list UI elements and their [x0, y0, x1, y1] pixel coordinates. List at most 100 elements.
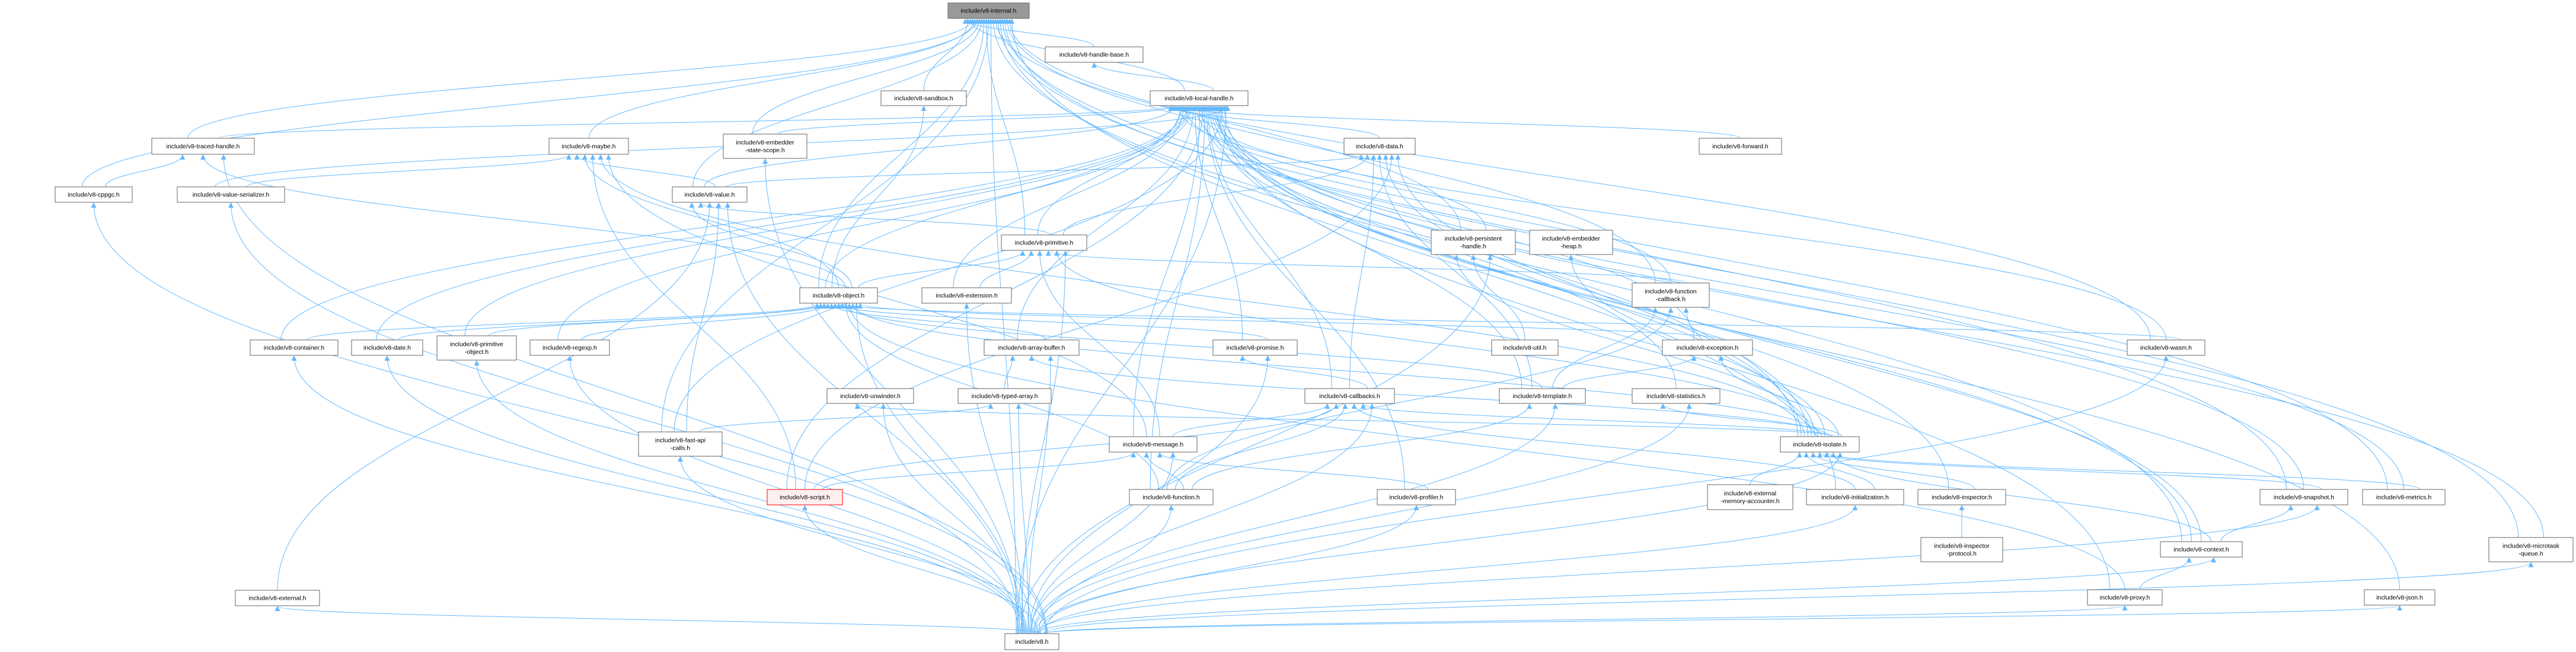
edge-container-to-local_handle — [280, 106, 1190, 341]
node-object[interactable]: include/v8-object.h — [799, 287, 878, 304]
edge-isolate-to-primitive — [1054, 250, 1819, 437]
edge-util-to-persistent_handle — [1470, 255, 1525, 341]
edge-isolate-to-exception — [1718, 355, 1839, 437]
node-util[interactable]: include/v8-util.h — [1491, 339, 1559, 356]
node-external[interactable]: include/v8-external.h — [235, 590, 320, 606]
node-template[interactable]: include/v8-template.h — [1499, 388, 1586, 404]
edge-object-to-sandbox — [831, 106, 927, 288]
node-label: -queue.h — [2518, 551, 2543, 558]
node-label: include/v8.h — [1015, 638, 1048, 645]
node-label: include/v8-array-buffer.h — [998, 345, 1065, 352]
node-data[interactable]: include/v8-data.h — [1343, 138, 1416, 155]
node-handle-base[interactable]: include/v8-handle-base.h — [1045, 46, 1144, 63]
node-inspector-protocol[interactable]: include/v8-inspector-protocol.h — [1920, 537, 2003, 562]
edge-v8-to-context — [1036, 557, 2216, 634]
node-value[interactable]: include/v8-value.h — [672, 186, 748, 203]
node-script[interactable]: include/v8-script.h — [767, 489, 843, 505]
edge-array_buffer-to-object — [829, 303, 1046, 341]
edge-value-to-local_handle — [704, 106, 1177, 187]
node-initialization[interactable]: include/v8-initialization.h — [1806, 489, 1904, 505]
edge-v8-to-script — [802, 505, 1038, 634]
node-metrics[interactable]: include/v8-metrics.h — [2362, 489, 2446, 505]
node-inspector[interactable]: include/v8-inspector.h — [1917, 489, 2006, 505]
node-persistent-handle[interactable]: include/v8-persistent-handle.h — [1431, 230, 1516, 255]
node-promise[interactable]: include/v8-promise.h — [1212, 339, 1298, 356]
node-function-callback[interactable]: include/v8-function-callback.h — [1632, 282, 1710, 308]
node-ext-mem[interactable]: include/v8-external-memory-accounter.h — [1707, 484, 1793, 510]
node-container[interactable]: include/v8-container.h — [250, 339, 339, 356]
node-box — [880, 90, 967, 106]
edge-message-to-local_handle — [1133, 106, 1203, 437]
node-v8[interactable]: include/v8.h — [1004, 633, 1059, 650]
node-statistics[interactable]: include/v8-statistics.h — [1632, 388, 1720, 404]
node-proxy[interactable]: include/v8-proxy.h — [2087, 589, 2163, 606]
edge-v8-to-isolate — [1035, 452, 1843, 634]
node-label: include/v8-promise.h — [1227, 345, 1284, 352]
edge-cppgc-to-traced_handle — [105, 154, 186, 187]
node-embedder-heap[interactable]: include/v8-embedder-heap.h — [1529, 230, 1613, 255]
node-context[interactable]: include/v8-context.h — [2160, 541, 2243, 558]
edge-function-to-function_callback — [1166, 307, 1674, 490]
node-label: include/v8-context.h — [2173, 546, 2229, 554]
node-json[interactable]: include/v8-json.h — [2364, 589, 2435, 606]
edge-function-to-local_handle — [1150, 106, 1208, 490]
node-primitive-object[interactable]: include/v8-primitive-object.h — [436, 335, 517, 361]
node-fast-api-calls[interactable]: include/v8-fast-api-calls.h — [638, 431, 723, 457]
node-date[interactable]: include/v8-date.h — [351, 339, 423, 356]
node-box — [1707, 484, 1793, 510]
node-snapshot[interactable]: include/v8-snapshot.h — [2259, 489, 2348, 505]
edge-function_callback-to-primitive — [1046, 250, 1687, 284]
node-forward[interactable]: include/v8-forward.h — [1699, 138, 1782, 155]
node-array-buffer[interactable]: include/v8-array-buffer.h — [984, 339, 1080, 356]
edge-traced_handle-to-internal — [187, 18, 975, 139]
edge-v8-to-callbacks — [1030, 403, 1375, 634]
node-internal[interactable]: include/v8-internal.h — [947, 2, 1030, 19]
edge-template-to-function_callback — [1552, 307, 1658, 389]
edge-isolate-to-array_buffer — [1029, 355, 1829, 437]
edge-extension-to-local_handle — [953, 106, 1186, 288]
node-callbacks[interactable]: include/v8-callbacks.h — [1304, 388, 1395, 404]
node-local-handle[interactable]: include/v8-local-handle.h — [1150, 90, 1249, 106]
node-label: include/v8-profiler.h — [1389, 494, 1443, 501]
edge-exception-to-object — [857, 303, 1722, 341]
edge-date-to-local_handle — [376, 106, 1192, 341]
node-regexp[interactable]: include/v8-regexp.h — [529, 339, 610, 356]
node-maybe[interactable]: include/v8-maybe.h — [548, 138, 629, 155]
edge-sandbox-to-internal — [923, 18, 971, 91]
node-label: include/v8-external.h — [249, 595, 307, 602]
node-typed-array[interactable]: include/v8-typed-array.h — [957, 388, 1052, 404]
node-cppgc[interactable]: include/v8-cppgc.h — [55, 186, 133, 203]
edge-data-to-local_handle — [1173, 106, 1380, 139]
node-sandbox[interactable]: include/v8-sandbox.h — [880, 90, 967, 106]
node-unwinder[interactable]: include/v8-unwinder.h — [826, 388, 914, 404]
edge-fast_api_calls-to-typed_array — [698, 403, 994, 432]
node-isolate[interactable]: include/v8-isolate.h — [1780, 436, 1860, 453]
node-label: include/v8-primitive.h — [1015, 240, 1074, 247]
node-exception[interactable]: include/v8-exception.h — [1662, 339, 1753, 356]
node-extension[interactable]: include/v8-extension.h — [921, 287, 1012, 304]
node-value-serializer[interactable]: include/v8-value-serializer.h — [177, 186, 285, 203]
node-microtask[interactable]: include/v8-microtask-queue.h — [2488, 537, 2574, 562]
node-box — [921, 287, 1012, 304]
node-box — [1920, 537, 2003, 562]
node-label: include/v8-embedder — [1542, 236, 1601, 243]
edge-array_buffer-to-local_handle — [1017, 106, 1196, 341]
node-wasm[interactable]: include/v8-wasm.h — [2127, 339, 2205, 356]
edge-template-to-exception — [1562, 355, 1697, 389]
node-primitive[interactable]: include/v8-primitive.h — [1001, 234, 1087, 251]
node-embedder-state-scope[interactable]: include/v8-embedder-state-scope.h — [723, 133, 807, 159]
edge-traced_handle-to-local_handle — [218, 106, 1173, 139]
edge-primitive-to-internal — [984, 18, 1026, 236]
node-label: include/v8-typed-array.h — [972, 393, 1038, 400]
node-function[interactable]: include/v8-function.h — [1129, 489, 1214, 505]
edge-v8-to-typed_array — [1016, 403, 1029, 634]
edge-cppgc-to-internal — [82, 18, 980, 187]
node-traced-handle[interactable]: include/v8-traced-handle.h — [151, 138, 255, 155]
edge-isolate-to-statistics — [1660, 403, 1843, 437]
node-profiler[interactable]: include/v8-profiler.h — [1377, 489, 1456, 505]
edge-v8-to-wasm — [1044, 355, 2169, 634]
node-message[interactable]: include/v8-message.h — [1109, 436, 1198, 453]
node-label: include/v8-container.h — [264, 345, 324, 352]
node-box — [947, 2, 1030, 19]
node-label: -protocol.h — [1947, 551, 1977, 558]
